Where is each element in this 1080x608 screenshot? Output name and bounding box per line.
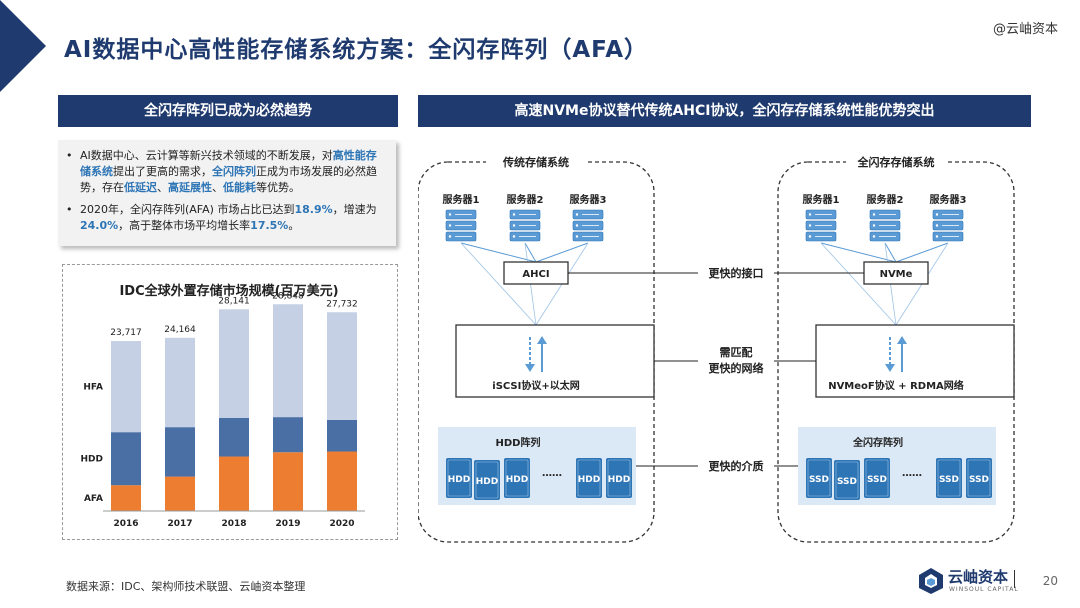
compare-media-label: 更快的介质: [709, 459, 764, 473]
trend-bullets: • AI数据中心、云计算等新兴技术领域的不断发展，对高性能存储系统提出了更高的需…: [58, 140, 396, 246]
allflash-network-label: NVMeoF协议 + RDMA网络: [828, 379, 964, 392]
bar-hdd-2018: [219, 417, 249, 457]
watermark: @云岫资本: [992, 22, 1058, 37]
x-tick-2017: 2017: [167, 519, 192, 529]
svg-text:HDD: HDD: [608, 475, 630, 485]
allflash-server-1-icon: [805, 209, 837, 242]
bar-hfa-2019: [273, 304, 303, 418]
logo-en: WINSOUL CAPITAL: [949, 586, 1019, 593]
traditional-server-label-2: 服务器2: [507, 193, 544, 206]
series-label-hfa: HFA: [83, 383, 103, 393]
bar-hdd-2019: [273, 417, 303, 453]
total-label-2018: 28,141: [218, 296, 250, 306]
bar-hfa-2017: [165, 337, 195, 428]
total-label-2016: 23,717: [110, 328, 142, 338]
allflash-disk-2-icon: SSD: [834, 460, 860, 500]
bar-afa-2016: [111, 485, 141, 511]
series-label-afa: AFA: [84, 494, 103, 504]
logo-divider: [1014, 570, 1015, 588]
svg-text:HDD: HDD: [448, 475, 470, 485]
traditional-server-2-icon: [509, 209, 541, 242]
allflash-server-label-2: 服务器2: [867, 193, 904, 206]
bar-afa-2019: [273, 452, 303, 511]
total-label-2019: 28,848: [272, 291, 304, 301]
svg-text:HDD: HDD: [578, 475, 600, 485]
traditional-network-label: iSCSI协议+以太网: [492, 379, 579, 392]
svg-text:HDD: HDD: [476, 477, 498, 487]
bullet-1: • AI数据中心、云计算等新兴技术领域的不断发展，对高性能存储系统提出了更高的需…: [66, 149, 377, 194]
page-number: 20: [1042, 574, 1058, 588]
allflash-server-label-1: 服务器1: [803, 193, 840, 206]
compare-interface-label: 更快的接口: [709, 266, 764, 280]
allflash-disk-4-icon: SSD: [936, 458, 962, 498]
bar-afa-2017: [165, 476, 195, 511]
traditional-server-1-icon: [445, 209, 477, 242]
allflash-disk-1-icon: SSD: [806, 458, 832, 498]
svg-text:SSD: SSD: [837, 477, 857, 487]
company-logo: 云岫资本 WINSOUL CAPITAL: [918, 566, 1018, 600]
allflash-disk-5-icon: SSD: [966, 458, 992, 498]
x-tick-2016: 2016: [113, 519, 138, 529]
bullet-2: • 2020年，全闪存阵列(AFA) 市场占比已达到18.9%，增速为 24.0…: [66, 203, 377, 232]
page-title: AI数据中心高性能存储系统方案：全闪存阵列（AFA）: [64, 37, 649, 63]
chart-container: IDC全球外置存储市场规模(百万美元) 23,717 2016 24,164 2017 2…: [62, 264, 398, 540]
bar-hfa-2020: [327, 312, 357, 420]
traditional-server-label-1: 服务器1: [443, 193, 480, 206]
svg-text:SSD: SSD: [867, 475, 887, 485]
bar-afa-2018: [219, 456, 249, 511]
compare-network-label-2: 更快的网络: [709, 361, 764, 375]
x-tick-2019: 2019: [275, 519, 300, 529]
traditional-disk-2-icon: HDD: [474, 460, 500, 500]
traditional-disk-4-icon: HDD: [576, 458, 602, 498]
traditional-disk-3-icon: HDD: [504, 458, 530, 498]
traditional-media-title: HDD阵列: [496, 436, 541, 449]
traditional-disk-5-icon: HDD: [606, 458, 632, 498]
bar-hdd-2016: [111, 432, 141, 486]
left-section-header: 全闪存阵列已成为必然趋势: [58, 95, 398, 127]
svg-text:HDD: HDD: [506, 475, 528, 485]
allflash-system-title: 全闪存存储系统: [857, 155, 935, 169]
allflash-media-title: 全闪存阵列: [852, 436, 903, 449]
bar-hdd-2017: [165, 427, 195, 477]
traditional-server-3-icon: [572, 209, 604, 242]
logo-cn: 云岫资本: [948, 568, 1009, 586]
bar-afa-2020: [327, 451, 357, 511]
traditional-system-title: 传统存储系统: [502, 155, 569, 169]
bar-hfa-2016: [111, 341, 141, 433]
allflash-disk-3-icon: SSD: [864, 458, 890, 498]
svg-text:SSD: SSD: [939, 475, 959, 485]
svg-text:SSD: SSD: [809, 475, 829, 485]
traditional-network-box: [455, 324, 655, 398]
traditional-disk-1-icon: HDD: [446, 458, 472, 498]
bar-hdd-2020: [327, 419, 357, 452]
svg-text:SSD: SSD: [969, 475, 989, 485]
traditional-server-label-3: 服务器3: [570, 193, 607, 206]
traditional-disk-ellipsis: ……: [542, 468, 562, 479]
x-tick-2018: 2018: [221, 519, 246, 529]
total-label-2017: 24,164: [164, 325, 196, 335]
allflash-interface-label: NVMe: [880, 269, 913, 280]
allflash-server-label-3: 服务器3: [930, 193, 967, 206]
traditional-interface-label: AHCI: [522, 269, 549, 280]
data-source-note: 数据来源：IDC、架构师技术联盟、云岫资本整理: [66, 580, 306, 593]
series-label-hdd: HDD: [81, 455, 103, 465]
allflash-server-2-icon: [869, 209, 901, 242]
corner-decoration: [0, 0, 46, 92]
logo-mark-icon: [919, 568, 943, 594]
chart-title: IDC全球外置存储市场规模(百万美元): [119, 283, 338, 299]
total-label-2020: 27,732: [326, 299, 358, 309]
compare-network-label-1: 需匹配: [720, 345, 753, 359]
right-section-header: 高速NVMe协议替代传统AHCI协议，全闪存存储系统性能优势突出: [418, 95, 1031, 127]
bar-hfa-2018: [219, 309, 249, 418]
market-size-chart: IDC全球外置存储市场规模(百万美元) 23,717 2016 24,164 2017 2…: [81, 283, 365, 529]
allflash-server-3-icon: [932, 209, 964, 242]
x-tick-2020: 2020: [329, 519, 354, 529]
allflash-disk-ellipsis: ……: [902, 468, 922, 479]
